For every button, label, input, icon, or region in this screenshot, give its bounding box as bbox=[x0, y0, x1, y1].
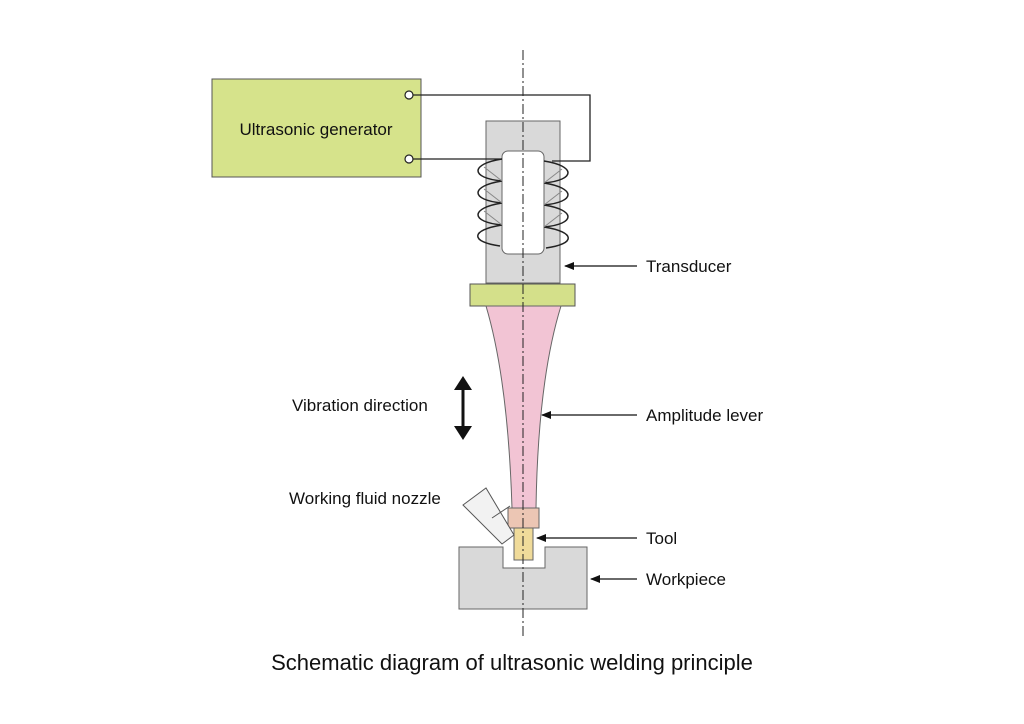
coil-left bbox=[477, 158, 503, 247]
transducer-label: Transducer bbox=[646, 257, 732, 276]
nozzle-label: Working fluid nozzle bbox=[289, 489, 441, 508]
wires bbox=[413, 94, 591, 162]
wire-top bbox=[413, 94, 591, 162]
coil-right bbox=[543, 160, 569, 249]
generator-terminal-top bbox=[404, 90, 414, 100]
tool-label: Tool bbox=[646, 529, 677, 548]
generator-label: Ultrasonic generator bbox=[239, 120, 392, 139]
ultrasonic-generator: Ultrasonic generator bbox=[211, 78, 422, 178]
working-fluid-nozzle bbox=[462, 487, 515, 545]
pointer-arrows bbox=[536, 262, 637, 583]
diagram-caption: Schematic diagram of ultrasonic welding … bbox=[271, 650, 753, 675]
vibration-direction-label: Vibration direction bbox=[292, 396, 428, 415]
generator-box bbox=[211, 78, 422, 178]
generator-terminal-bottom bbox=[404, 154, 414, 164]
vibration-direction-arrow bbox=[454, 376, 472, 440]
workpiece-label: Workpiece bbox=[646, 570, 726, 589]
amplitude-lever-label: Amplitude lever bbox=[646, 406, 764, 425]
